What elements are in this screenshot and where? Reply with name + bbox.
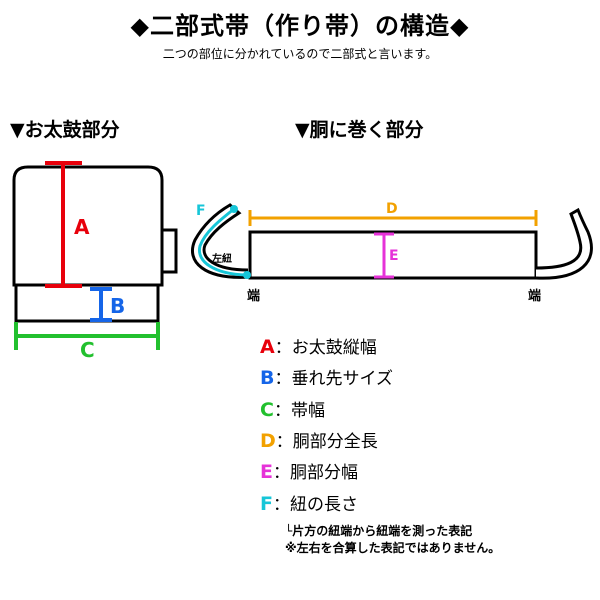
note-not-combined: ※左右を合算した表記ではありません。 — [285, 541, 501, 555]
otaiko-tab — [160, 228, 178, 274]
legend-text-c: ：帯幅 — [273, 401, 325, 421]
measure-a — [45, 161, 82, 288]
otaiko-body — [12, 165, 164, 287]
legend-text-d: ：胴部分全長 — [275, 432, 378, 452]
label-d: D — [386, 201, 398, 217]
legend-key-d: D — [260, 430, 276, 452]
legend-key-e: E — [260, 461, 273, 483]
label-f: F — [196, 203, 206, 219]
legend-key-a: A — [260, 336, 275, 358]
legend-text-e: ：胴部分幅 — [272, 463, 358, 483]
tare-saki — [14, 283, 160, 323]
section-heading-dou: ▼胴に巻く部分 — [295, 119, 424, 141]
measure-f — [198, 207, 247, 277]
legend-key-f: F — [260, 493, 273, 515]
page-subtitle: 二つの部位に分かれているので二部式と言います。 — [162, 47, 438, 61]
right-cord — [535, 207, 593, 280]
measure-f-end-bottom — [243, 271, 251, 279]
label-end-right: 端 — [528, 289, 542, 304]
legend-item-d: D：胴部分全長 — [260, 427, 378, 452]
legend-text-a: ：お太鼓縦幅 — [274, 338, 377, 358]
measure-e — [374, 232, 394, 279]
label-b: B — [110, 294, 126, 318]
label-left-cord: 左紐 — [212, 254, 232, 265]
left-cord — [191, 203, 251, 279]
dou-body — [248, 230, 538, 280]
measure-d — [248, 210, 538, 226]
legend-text-b: ：垂れ先サイズ — [274, 369, 393, 389]
page-title: ◆二部式帯（作り帯）の構造◆ — [130, 12, 470, 40]
legend-item-e: E：胴部分幅 — [260, 458, 358, 483]
measure-f-end-top — [230, 205, 238, 213]
legend-item-a: A：お太鼓縦幅 — [260, 333, 377, 358]
measure-c — [14, 322, 160, 350]
legend-item-f: F：紐の長さ — [260, 490, 358, 515]
label-c: C — [80, 338, 95, 362]
section-heading-otaiko: ▼お太鼓部分 — [10, 119, 120, 141]
legend-key-b: B — [260, 367, 275, 389]
label-a: A — [74, 215, 90, 239]
legend-item-c: C：帯幅 — [260, 396, 325, 421]
note-cord-measure: └片方の紐端から紐端を測った表記 — [285, 524, 473, 538]
legend-item-b: B：垂れ先サイズ — [260, 364, 393, 389]
legend-key-c: C — [260, 399, 274, 421]
measure-b — [90, 287, 112, 322]
label-e: E — [389, 248, 399, 264]
legend-text-f: ：紐の長さ — [272, 495, 358, 515]
label-end-left: 端 — [247, 289, 261, 304]
